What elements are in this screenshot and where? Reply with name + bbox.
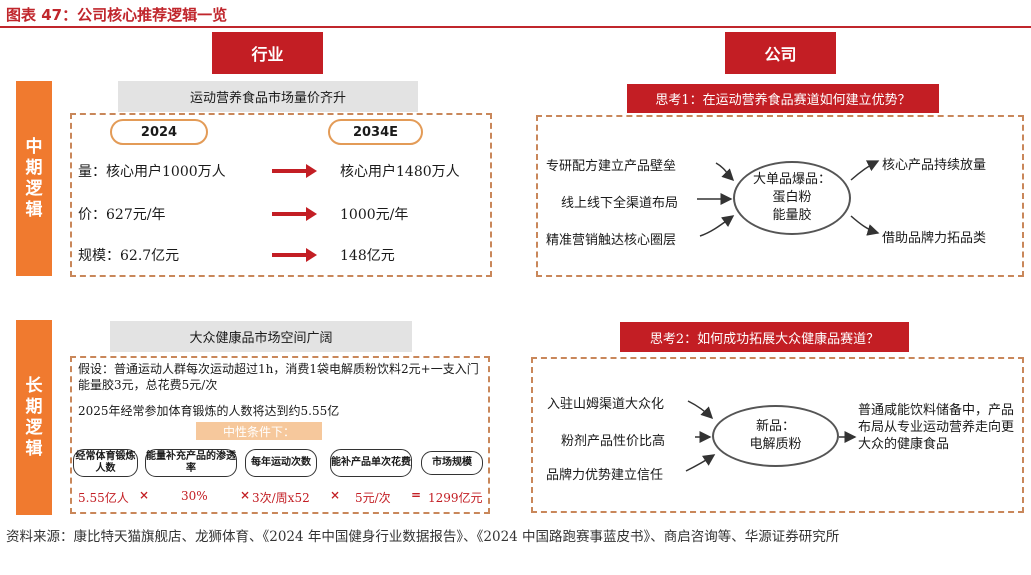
title-divider [0, 26, 1031, 28]
long-term-label: 长期逻辑 [16, 320, 52, 515]
question-2: 思考2：如何成功拓展大众健康品赛道？ [620, 322, 909, 352]
volume-2034e: 核心用户1480万人 [340, 164, 460, 180]
arrow-brand-to-new [685, 454, 716, 472]
mid-output-category: 借助品牌力拓品类 [882, 231, 987, 246]
operator-equals: = [411, 488, 422, 502]
mid-term-label-text: 中期逻辑 [25, 136, 43, 220]
long-output-text: 普通咸能饮料储备中，产品布局从专业运动营养走向更大众的健康食品 [858, 403, 1015, 452]
arrow-marketing-to-hero [699, 215, 735, 237]
value-frequency: 3次/周x52 [252, 491, 310, 505]
year-2034e-pill: 2034E [328, 119, 423, 145]
arrow-formula-to-hero [715, 162, 735, 182]
scale-2034e: 148亿元 [340, 248, 395, 264]
mid-industry-panel [70, 113, 492, 277]
new-product-electrolyte: 电解质粉 [749, 437, 802, 452]
operator-1: × [139, 488, 150, 502]
mid-input-formula: 专研配方建立产品壁垒 [546, 159, 677, 174]
price-2034e: 1000元/年 [340, 207, 409, 223]
value-market-size: 1299亿元 [428, 491, 483, 505]
value-penetration: 30% [181, 489, 208, 503]
hero-product-gel: 能量胶 [772, 208, 812, 223]
factor-people: 经常体育锻炼人数 [73, 449, 138, 477]
question-1: 思考1：在运动营养食品赛道如何建立优势？ [627, 84, 939, 113]
long-input-brand: 品牌力优势建立信任 [546, 468, 664, 483]
long-input-value: 粉剂产品性价比高 [561, 434, 666, 449]
participation-stat: 2025年经常参加体育锻炼的人数将达到约5.55亿 [78, 404, 340, 418]
mid-industry-banner: 运动营养食品市场量价齐升 [118, 81, 418, 112]
operator-3: × [330, 488, 341, 502]
arrow-hero-to-category [850, 215, 880, 236]
figure-title: 图表 47：公司核心推荐逻辑一览 [6, 6, 228, 24]
operator-2: × [240, 488, 251, 502]
industry-header: 行业 [212, 32, 323, 74]
mid-term-label: 中期逻辑 [16, 81, 52, 276]
mid-output-volume: 核心产品持续放量 [882, 158, 987, 173]
hero-product-protein: 蛋白粉 [772, 190, 812, 205]
price-arrow [272, 207, 317, 221]
value-spend: 5元/次 [355, 491, 391, 505]
volume-arrow [272, 164, 317, 178]
new-product-title: 新品： [755, 419, 795, 434]
mid-input-channel: 线上线下全渠道布局 [561, 196, 679, 211]
price-2024: 价：627元/年 [78, 207, 166, 223]
mid-company-panel [536, 115, 1024, 277]
long-company-panel [531, 357, 1024, 513]
value-people: 5.55亿人 [78, 491, 129, 505]
factor-frequency: 每年运动次数 [245, 449, 317, 477]
arrow-hero-to-volume [850, 160, 880, 181]
neutral-condition: 中性条件下： [196, 422, 322, 440]
factor-market-size: 市场规模 [421, 451, 483, 475]
volume-2024: 量：核心用户1000万人 [78, 164, 226, 180]
arrow-sams-to-new [687, 400, 714, 420]
long-industry-panel [70, 356, 490, 514]
long-industry-banner: 大众健康品市场空间广阔 [110, 321, 412, 352]
mid-input-marketing: 精准营销触达核心圈层 [546, 233, 677, 248]
assumption-text: 假设：普通运动人群每次运动超过1h，消费1袋电解质粉饮料2元+一支入门能量胶3元… [78, 362, 479, 392]
year-2024-pill: 2024 [110, 119, 208, 145]
factor-penetration: 能量补充产品的渗透率 [145, 449, 237, 477]
scale-2024: 规模：62.7亿元 [78, 248, 180, 264]
factor-spend: 能补产品单次花费 [330, 449, 412, 477]
hero-product-node: 大单品爆品： 蛋白粉 能量胶 [733, 161, 851, 235]
scale-arrow [272, 248, 317, 262]
new-product-node: 新品： 电解质粉 [712, 405, 839, 467]
company-header: 公司 [725, 32, 836, 74]
hero-product-title: 大单品爆品： [752, 172, 831, 187]
long-input-sams: 入驻山姆渠道大众化 [547, 397, 665, 412]
long-term-label-text: 长期逻辑 [25, 375, 43, 459]
source-note: 资料来源：康比特天猫旗舰店、龙狮体育、《2024 年中国健身行业数据报告》、《2… [6, 529, 840, 545]
